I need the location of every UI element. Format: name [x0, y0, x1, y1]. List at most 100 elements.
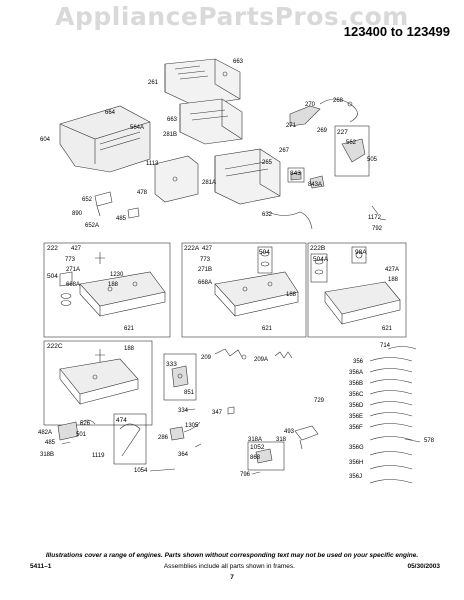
- part-label: 286: [158, 435, 169, 441]
- part-label: 485: [45, 440, 56, 446]
- part-label: 621: [262, 326, 273, 332]
- part-label: 621: [124, 326, 135, 332]
- part-label: 890: [72, 211, 83, 217]
- part-label: 851: [184, 390, 195, 396]
- part-label: 1054: [134, 468, 148, 474]
- part-label: 271A: [66, 267, 80, 273]
- document-date: 05/30/2003: [407, 563, 440, 570]
- part-label: 265: [262, 160, 273, 166]
- document-code: 5411–1: [30, 563, 52, 570]
- part-label: 792: [372, 226, 383, 232]
- part-label: 356B: [349, 381, 363, 387]
- assembly-frame-222c: [43, 340, 153, 426]
- part-label: 562: [346, 140, 357, 146]
- part-label: 478: [137, 190, 148, 196]
- control-plate-222: [59, 252, 166, 317]
- exploded-parts-diagram: 261 663 664 604 564A 663 281B 1113 478 6…: [38, 58, 435, 484]
- part-label: 334: [178, 408, 189, 414]
- control-plate-222b: [310, 246, 401, 325]
- part-label: 356C: [349, 392, 364, 398]
- throttle-cable-linkage: [289, 98, 358, 127]
- part-label: 364: [178, 452, 189, 458]
- assembly-frame-222a: [181, 242, 307, 338]
- frame-label: 504A: [313, 256, 329, 263]
- part-label: 714: [380, 343, 391, 349]
- part-label: 773: [65, 257, 76, 263]
- wire-1054: [149, 468, 176, 472]
- part-label: 356J: [349, 474, 362, 480]
- frame-label: 222: [47, 245, 58, 252]
- ground-wire-632: [267, 211, 313, 230]
- part-label: 1305: [185, 423, 199, 429]
- part-label: 668A: [66, 282, 80, 288]
- spring-209: [214, 348, 247, 360]
- part-label: 1113: [146, 161, 159, 167]
- clip-796: [251, 471, 261, 475]
- part-label: 209: [201, 355, 212, 361]
- part-label: 267: [279, 148, 290, 154]
- part-label: 356A: [349, 370, 363, 376]
- ignition-module-333: [171, 365, 189, 388]
- part-label: 652A: [85, 223, 99, 229]
- switch-843: [287, 167, 325, 189]
- part-labels: 261 663 664 604 564A 663 281B 1113 478 6…: [38, 59, 435, 480]
- control-bracket-227: [334, 125, 370, 177]
- part-label: 188: [124, 346, 135, 352]
- part-label: 188: [286, 292, 297, 298]
- part-label: 505: [367, 157, 378, 163]
- part-label: 526: [80, 421, 91, 427]
- part-label: 564A: [130, 125, 144, 131]
- part-label: 501: [76, 432, 87, 438]
- bolt-1172: [371, 205, 387, 221]
- part-label: 318: [276, 437, 287, 443]
- frame-label: 474: [116, 417, 127, 424]
- assembly-frame-474: [113, 413, 147, 465]
- clip-485: [127, 207, 140, 219]
- part-label: 796: [240, 472, 251, 478]
- part-label: 261: [148, 80, 159, 86]
- part-label: 427A: [385, 267, 399, 273]
- blower-housing-side: [154, 155, 199, 203]
- part-label: 271: [286, 123, 297, 129]
- ground-364: [194, 443, 202, 448]
- part-label: 482A: [38, 430, 52, 436]
- part-label: 843A: [308, 182, 322, 188]
- wire-harness-356-series: [369, 346, 421, 484]
- harness-474: [119, 423, 141, 457]
- part-label: 868: [250, 455, 261, 461]
- part-label: 1172: [368, 215, 382, 221]
- terminal-347: [227, 406, 235, 415]
- part-label: 356H: [349, 460, 363, 466]
- frame-label: 222B: [310, 245, 325, 252]
- module-286: [169, 421, 201, 441]
- assembly-frame-222b: [307, 242, 407, 338]
- control-plate-222a: [214, 246, 299, 317]
- frame-label: 222C: [47, 343, 63, 350]
- part-label: 663: [233, 59, 244, 65]
- bracket-652: [94, 191, 113, 217]
- part-label: 729: [314, 398, 325, 404]
- part-label: 621: [382, 326, 393, 332]
- frame-label: 222A: [184, 245, 200, 252]
- assembly-frame-1052: [247, 441, 285, 471]
- part-label: 269: [317, 128, 328, 134]
- blower-housing-top: [164, 58, 241, 107]
- spark-plug-334: [185, 408, 196, 411]
- part-label: 427: [202, 246, 213, 252]
- part-label: 773: [200, 257, 211, 263]
- assembly-frame-222: [43, 242, 171, 338]
- part-label: 356F: [349, 425, 363, 431]
- part-label: 318A: [248, 437, 262, 443]
- blower-housing-lower: [214, 148, 281, 205]
- wire-526: [79, 419, 96, 425]
- spring-209a: [274, 351, 293, 359]
- part-label: 652: [82, 197, 93, 203]
- part-label: 663: [167, 117, 178, 123]
- switch-1052: [255, 448, 273, 464]
- blower-housing-middle: [179, 98, 243, 145]
- assembly-frame-333: [163, 353, 197, 401]
- part-label: 356G: [349, 445, 364, 451]
- part-label: 668A: [198, 280, 212, 286]
- part-label: 347: [212, 410, 223, 416]
